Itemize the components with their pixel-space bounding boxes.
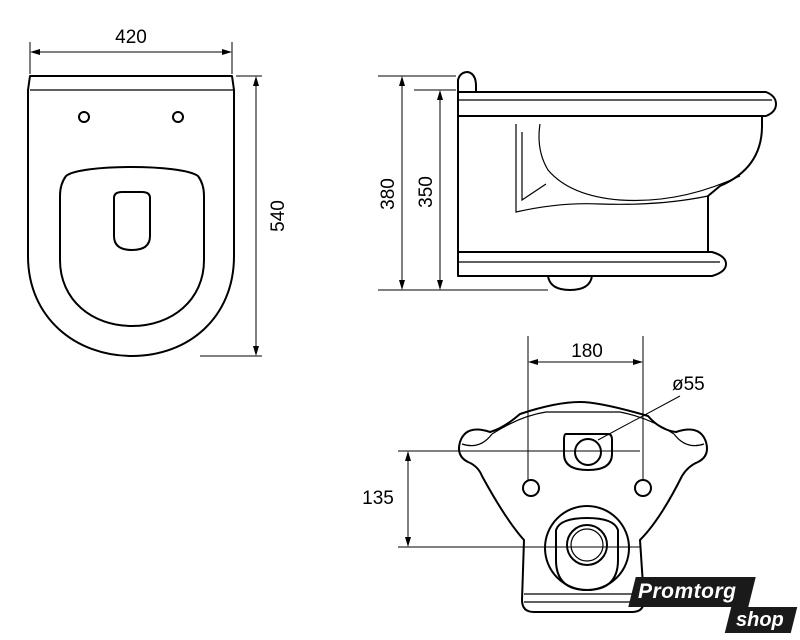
rear-view-shoulder-right <box>673 433 705 447</box>
logo-line2-plate: shop <box>724 607 798 633</box>
side-view-lid <box>457 91 777 117</box>
logo-line2: shop <box>736 609 784 631</box>
dim-rear-outlet-leader <box>597 395 681 441</box>
rear-view-inlet-opening <box>563 433 613 471</box>
side-view: 380 350 <box>378 71 777 291</box>
top-view-drain-opening <box>113 191 151 251</box>
dim-side-height-inner-label: 350 <box>416 176 437 208</box>
top-view-inner-bowl <box>59 166 205 327</box>
rear-view-inlet-pipe <box>574 438 602 466</box>
side-view-bowl <box>457 115 763 253</box>
dim-rear-outlet-diameter-label: ø55 <box>672 374 705 395</box>
side-view-hinge <box>457 71 477 93</box>
top-view-bolt-hole-right <box>172 111 184 123</box>
dim-side-height-outer <box>378 75 548 291</box>
rear-view-bolt-hole-left <box>522 479 540 497</box>
rear-view-outlet-recess <box>555 517 619 591</box>
dim-rear-bolt-spacing <box>528 359 643 365</box>
rear-view-bolt-hole-right <box>634 479 652 497</box>
dim-top-width <box>29 42 233 74</box>
side-view-trap-inner <box>521 132 547 202</box>
promtorg-shop-logo: Promtorg shop <box>628 575 798 637</box>
rear-view-shoulder-left <box>461 433 493 447</box>
rear-view-top-line <box>491 411 675 435</box>
dim-top-length <box>200 75 262 357</box>
side-view-base <box>457 251 727 277</box>
rear-view: 180 ø55 135 <box>362 336 708 613</box>
dim-top-length-label: 540 <box>268 200 289 232</box>
rear-view-outlet-pipe <box>566 524 608 566</box>
top-view: 420 540 <box>27 27 289 357</box>
side-view-outlet <box>547 275 593 291</box>
dim-rear-height-label: 135 <box>362 488 394 509</box>
dim-top-width-label: 420 <box>115 27 147 48</box>
dim-rear-height <box>405 451 411 547</box>
logo-line1-plate: Promtorg <box>628 577 756 607</box>
rear-view-body <box>458 401 708 613</box>
side-view-trap <box>515 124 709 213</box>
logo-line1: Promtorg <box>638 580 737 603</box>
dim-rear-bolt-spacing-label: 180 <box>571 341 603 362</box>
top-view-bolt-hole-left <box>78 111 90 123</box>
top-view-seat-outline <box>27 75 235 357</box>
dim-side-height-inner <box>414 89 456 291</box>
side-view-inner-bowl <box>538 123 741 202</box>
dim-side-height-outer-label: 380 <box>378 178 399 210</box>
rear-view-outlet-pipe-inner <box>570 528 604 562</box>
